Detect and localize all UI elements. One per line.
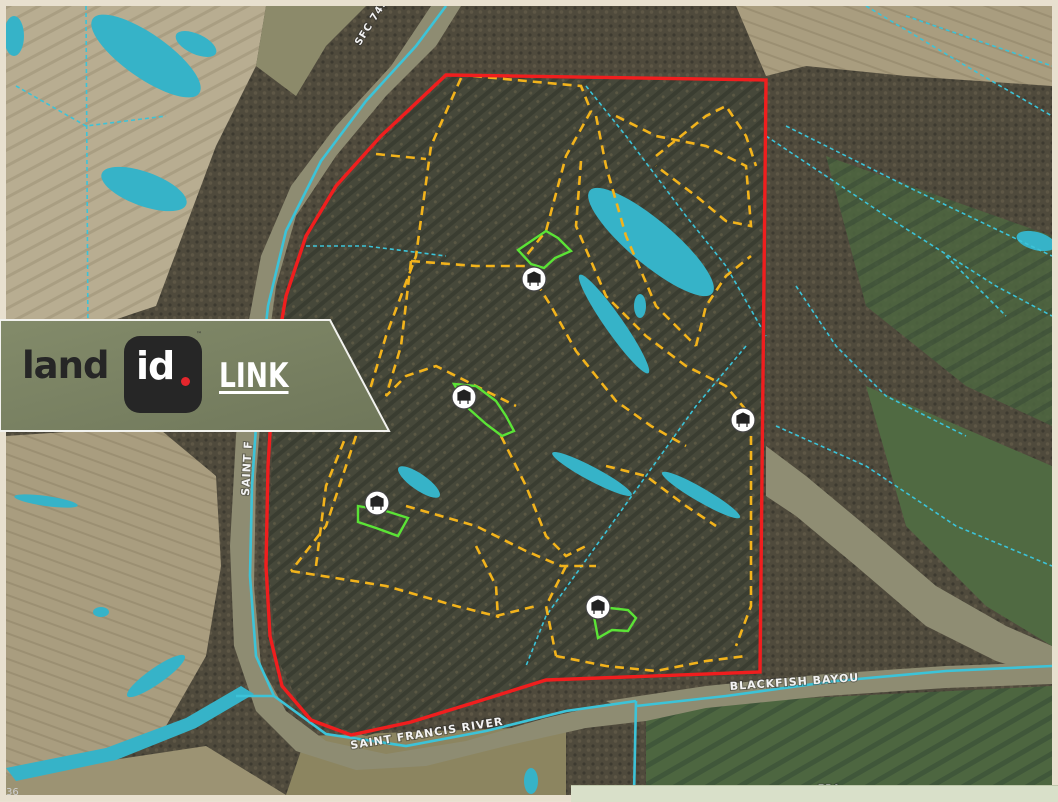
stand-icon[interactable] — [364, 490, 390, 516]
road-label-left: SAINT F — [239, 440, 255, 496]
brand-dot — [181, 377, 190, 386]
bottom-panel — [571, 785, 1058, 802]
stand-icon[interactable] — [585, 594, 611, 620]
brand-id-mark — [124, 336, 202, 413]
aerial-map[interactable]: SFC 745 SAINT F 45 SAINT FRANCIS RIVER B… — [6, 6, 1052, 795]
stand-icon[interactable] — [730, 407, 756, 433]
map-canvas[interactable]: SFC 745 SAINT F 45 SAINT FRANCIS RIVER B… — [6, 6, 1052, 795]
stand-icon[interactable] — [451, 384, 477, 410]
brand-id-text: id — [136, 344, 175, 388]
stand-icon[interactable] — [521, 266, 547, 292]
brand-trademark: ™ — [196, 331, 202, 338]
corner-number: 36 — [6, 787, 19, 798]
brand-wordmark: land — [22, 344, 109, 387]
streams — [15, 6, 1052, 667]
water-bodies — [6, 14, 1052, 794]
river-outline — [236, 6, 1052, 795]
property-boundary — [264, 73, 768, 737]
link-button[interactable]: LINK — [219, 356, 289, 396]
